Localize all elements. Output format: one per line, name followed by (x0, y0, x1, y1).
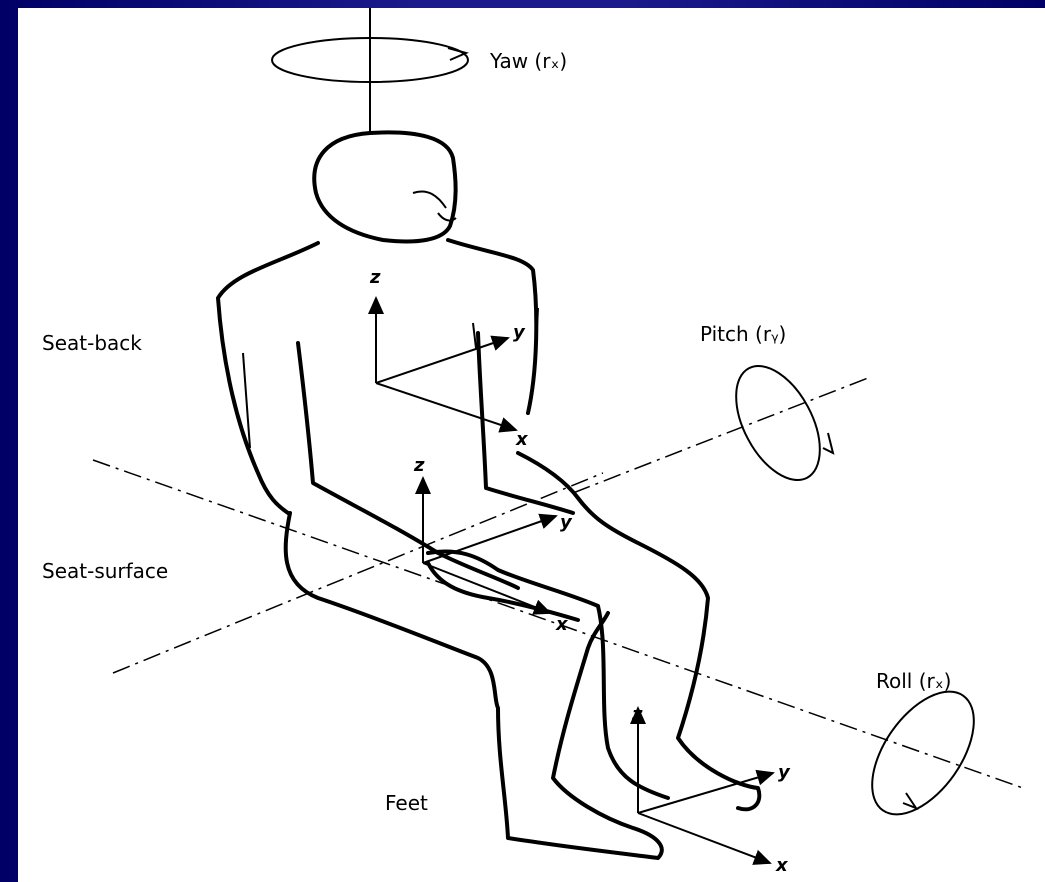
seat-surface-y-label: y (560, 512, 573, 533)
pitch-rotation-ellipse (719, 352, 837, 493)
diagram-canvas: Yaw (rₓ) Pitch (rᵧ) Roll (rₓ) z y x Seat… (18, 8, 1045, 882)
seat-back-x-label: x (515, 429, 529, 450)
yaw-arrow (448, 48, 466, 60)
feet-x-label: x (775, 855, 789, 876)
seat-transverse-dashed-line (113, 473, 603, 673)
yaw-label: Yaw (rₓ) (489, 49, 567, 73)
feet-z-label: z (631, 704, 643, 725)
pitch-axis-dashed-line (573, 378, 868, 493)
pitch-label: Pitch (rᵧ) (700, 322, 786, 346)
seat-surface-label: Seat-surface (42, 559, 168, 583)
seat-surface-x-label: x (555, 614, 569, 635)
inner-leg (428, 552, 668, 798)
seat-back-x-axis (376, 383, 516, 430)
roll-rotation-ellipse (852, 674, 995, 832)
seated-human-vibration-axes-diagram: Yaw (rₓ) Pitch (rᵧ) Roll (rₓ) z y x Seat… (18, 8, 1045, 882)
human-figure-outline (314, 132, 455, 241)
seat-surface-x-axis (423, 563, 550, 613)
seat-back-y-label: y (513, 322, 526, 343)
seat-back-z-label: z (369, 267, 381, 288)
face-detail (413, 191, 456, 220)
feet-label: Feet (385, 791, 428, 815)
seat-back-label: Seat-back (42, 331, 142, 355)
seat-surface-y-axis (423, 516, 556, 563)
pitch-arrow (823, 433, 833, 453)
roll-arrow (903, 793, 916, 808)
seat-back-y-axis (376, 338, 508, 383)
feet-y-label: y (778, 762, 791, 783)
seat-surface-z-label: z (413, 455, 425, 476)
roll-label: Roll (rₓ) (876, 669, 951, 693)
